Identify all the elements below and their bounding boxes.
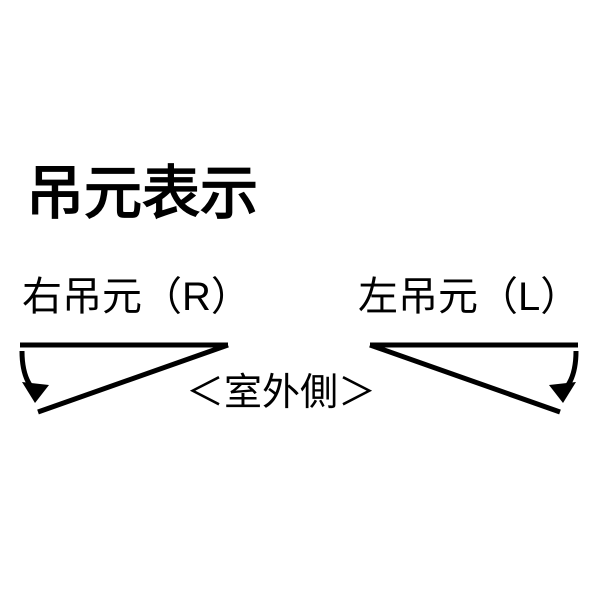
right-hinge-label: 右吊元（R） <box>22 275 251 319</box>
left-hinge-door-leaf-line <box>369 342 561 415</box>
left-hinge-label: 左吊元（L） <box>358 275 581 319</box>
page-title: 吊元表示 <box>26 161 259 226</box>
exterior-side-note: ＜室外側＞ <box>186 372 377 414</box>
right-hinge-swing-arrowhead <box>22 382 49 403</box>
left-hinge-diagram <box>369 342 579 415</box>
left-hinge-swing-arrowhead <box>549 382 576 403</box>
right-hinge-swing-arrow-shaft <box>19 350 38 394</box>
left-hinge-swing-arrow-shaft <box>560 350 579 394</box>
